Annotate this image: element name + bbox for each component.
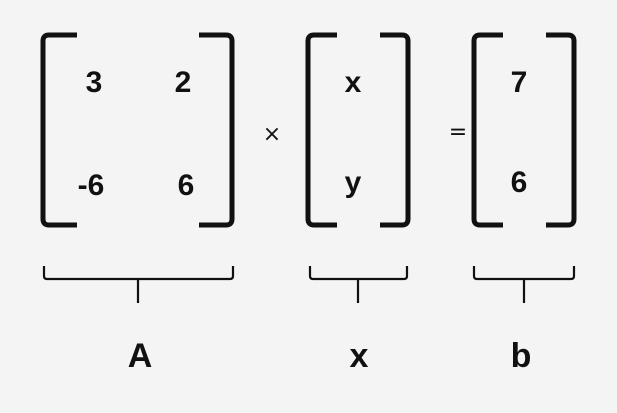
matrix-a-underbrace: [42, 266, 235, 303]
vector-b-underbrace: [472, 266, 576, 303]
matrix-a-cell: -6: [78, 169, 105, 202]
vector-x-underbrace: [308, 266, 409, 303]
vector-b-cell: 6: [511, 166, 528, 199]
vector-b-left-bracket: [471, 32, 503, 228]
multiply-operator: ×: [263, 122, 281, 147]
vector-x-cell: y: [345, 166, 362, 199]
vector-x-right-bracket: [380, 32, 411, 228]
matrix-a-cell: 2: [175, 66, 192, 99]
vector-x-label: x: [350, 337, 369, 375]
matrix-a-right-bracket: [199, 32, 235, 228]
matrix-a-left-bracket: [40, 32, 77, 228]
matrix-a-label: A: [128, 337, 153, 375]
vector-x-left-bracket: [305, 32, 337, 228]
matrix-a-cell: 6: [178, 169, 195, 202]
vector-b-right-bracket: [546, 32, 577, 228]
vector-b-label: b: [511, 337, 532, 375]
matrix-a-cell: 3: [86, 66, 103, 99]
equals-operator: =: [449, 120, 467, 145]
vector-x-cell: x: [345, 66, 362, 99]
vector-b-cell: 7: [511, 66, 528, 99]
